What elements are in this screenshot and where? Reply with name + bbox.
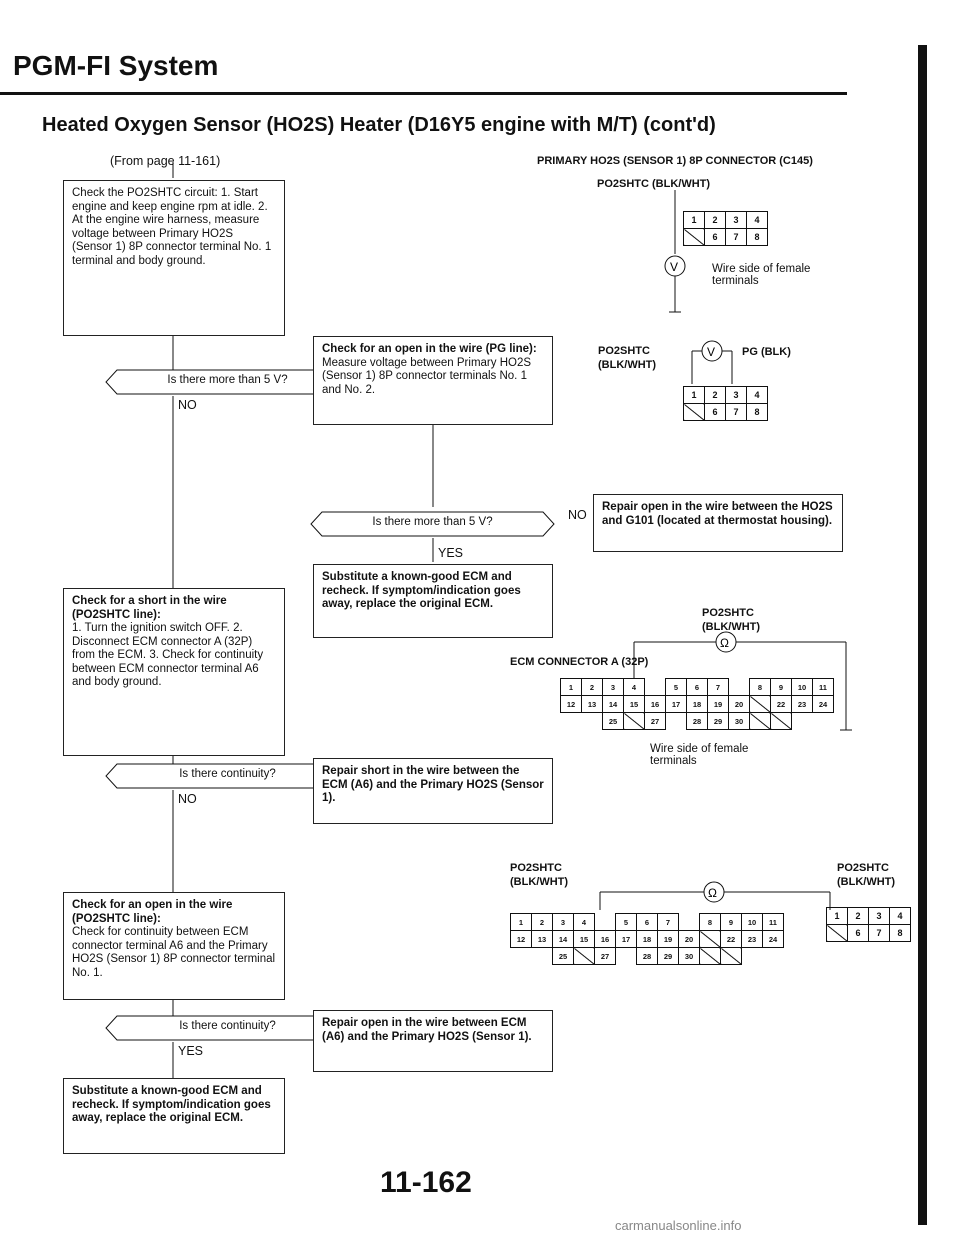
voltmeter-icon: V [664,190,686,313]
step-text: Repair short in the wire between the ECM… [322,765,544,804]
step-repair-open-a6: Repair open in the wire between ECM (A6)… [313,1010,553,1072]
no-label: NO [178,792,197,806]
question-text: Is there continuity? [179,768,276,780]
step-repair-short: Repair short in the wire between the ECM… [313,758,553,824]
step-check-po2shtc-circuit: Check the PO2SHTC circuit: 1. Start engi… [63,180,285,336]
step-title: Check for a short in the wire (PO2SHTC l… [72,595,227,621]
from-page-note: (From page 11-161) [110,154,221,168]
svg-text:V: V [670,260,678,274]
step-text: Substitute a known-good ECM and recheck.… [322,571,521,610]
question-more-than-5v-2: Is there more than 5 V? [310,511,555,537]
question-text: Is there more than 5 V? [372,516,493,528]
watermark: carmanualsonline.info [615,1218,742,1233]
step-substitute-ecm-1: Substitute a known-good ECM and recheck.… [313,564,553,638]
step-text: Substitute a known-good ECM and recheck.… [72,1085,271,1124]
page-number: 11-162 [380,1166,472,1199]
ecm-connector-title: ECM CONNECTOR A (32P) [510,656,649,668]
pg-label: PG (BLK) [742,346,791,358]
wire-label-bottom-left: PO2SHTC (BLK/WHT) [510,862,569,888]
svg-text:V: V [707,345,715,359]
yes-label: YES [178,1044,204,1058]
voltmeter-icon: V [691,340,733,384]
step-pg-line-check: Check for an open in the wire (PG line):… [313,336,553,425]
question-text: Is there more than 5 V? [167,374,288,386]
step-open-check: Check for an open in the wire (PO2SHTC l… [63,892,285,1000]
step-text: Check the PO2SHTC circuit: 1. Start engi… [72,187,272,267]
step-body: 1. Turn the ignition switch OFF. 2. Disc… [72,622,264,688]
step-text: Repair open in the wire between the HO2S… [602,501,833,527]
right-edge-bar [918,45,927,1225]
wire-side-note-top: Wire side of female terminals [712,263,811,287]
no-label: NO [178,398,197,412]
step-title: Check for an open in the wire (PO2SHTC l… [72,899,233,925]
wire-label-ecm: PO2SHTC (BLK/WHT) [702,607,761,633]
step-short-check: Check for a short in the wire (PO2SHTC l… [63,588,285,756]
section-subtitle: Heated Oxygen Sensor (HO2S) Heater (D16Y… [42,114,716,136]
step-substitute-ecm-2: Substitute a known-good ECM and recheck.… [63,1078,285,1154]
title-rule [0,92,847,95]
no-label: NO [568,508,587,522]
step-title: Check for an open in the wire (PG line): [322,343,537,355]
question-text: Is there continuity? [179,1020,276,1032]
connector-title-top: PRIMARY HO2S (SENSOR 1) 8P CONNECTOR (C1… [537,155,813,167]
step-text: Repair open in the wire between ECM (A6)… [322,1017,532,1043]
svg-text:Ω: Ω [720,636,729,650]
wire-label-top: PO2SHTC (BLK/WHT) [597,178,711,190]
step-body: Measure voltage between Primary HO2S (Se… [322,356,532,396]
wire-side-note-ecm: Wire side of female terminals [650,743,749,767]
wire-label-bottom-right: PO2SHTC (BLK/WHT) [837,862,896,888]
ohmmeter-icon: Ω [633,631,852,731]
svg-text:Ω: Ω [708,886,717,900]
step-repair-open-g101: Repair open in the wire between the HO2S… [593,494,843,552]
wire-label-mid: PO2SHTC (BLK/WHT) [598,345,657,371]
yes-label: YES [438,546,464,560]
page-title: PGM-FI System [13,50,219,81]
step-body: Check for continuity between ECM connect… [72,926,276,979]
